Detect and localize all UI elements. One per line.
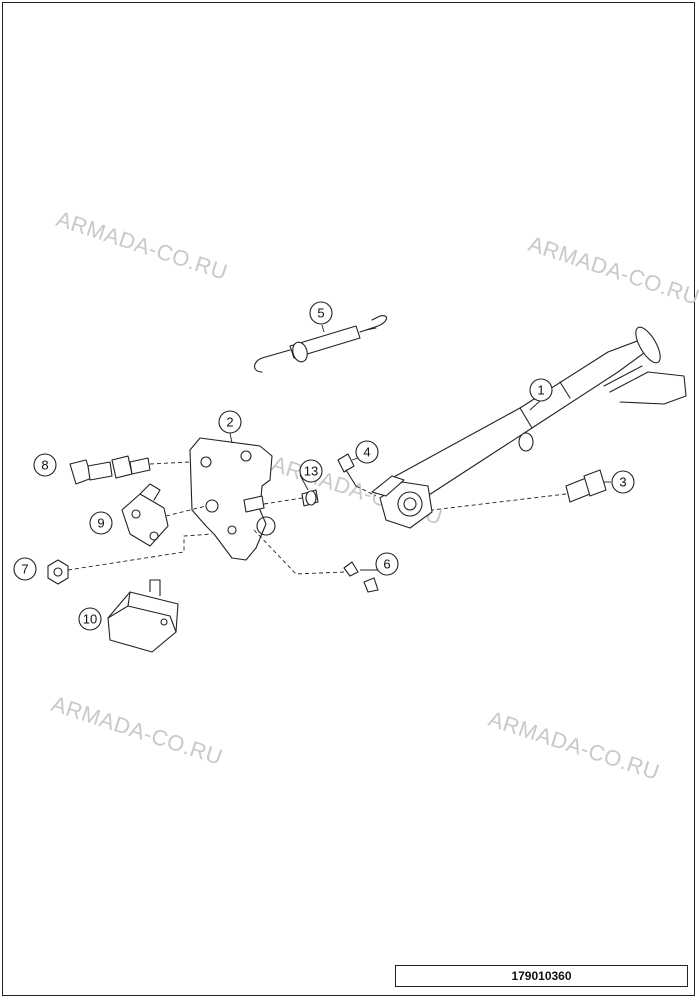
callout-9: 9: [89, 511, 113, 535]
watermark: ARMADA-CO.RU: [53, 206, 230, 285]
callout-label: 1: [537, 383, 544, 398]
callout-label: 2: [226, 415, 233, 430]
watermark: ARMADA-CO.RU: [48, 691, 225, 770]
nut-part: [47, 533, 213, 585]
callout-10: 10: [78, 607, 102, 631]
callout-label: 13: [304, 464, 318, 479]
bolt-part: [431, 469, 607, 511]
drawing-number: 179010360: [511, 969, 572, 983]
callout-label: 10: [83, 612, 97, 627]
leader-lines: [229, 324, 611, 571]
callout-label: 9: [97, 516, 104, 531]
watermark-layer: ARMADA-CO.RU ARMADA-CO.RU ARMADA-CO.RU A…: [48, 206, 699, 785]
callout-label: 5: [317, 306, 324, 321]
bolts-part: [69, 455, 191, 485]
callout-3: 3: [611, 470, 635, 494]
side-stand-part: [371, 326, 687, 529]
bracket-part: [189, 437, 276, 561]
callout-5: 5: [309, 301, 333, 325]
callout-label: 6: [383, 557, 390, 572]
callout-4: 4: [355, 440, 379, 464]
screw-part: [337, 453, 377, 497]
callout-8: 8: [33, 453, 57, 477]
callout-label: 3: [619, 475, 626, 490]
callout-7: 7: [13, 557, 37, 581]
callout-6: 6: [375, 552, 399, 576]
callout-label: 8: [41, 458, 48, 473]
small-bolts-part: [253, 529, 379, 593]
sensor-part: [107, 579, 179, 653]
bushing-part: [243, 489, 319, 513]
spring-part: [253, 315, 388, 373]
callout-label: 7: [21, 562, 28, 577]
watermark: ARMADA-CO.RU: [525, 231, 699, 310]
drawing-number-box: 179010360: [395, 965, 688, 987]
watermark: ARMADA-CO.RU: [485, 706, 662, 785]
callout-label: 4: [363, 445, 370, 460]
callout-1: 1: [529, 378, 553, 402]
callout-13: 13: [299, 459, 323, 483]
callout-2: 2: [218, 410, 242, 434]
switch-part: [121, 483, 207, 547]
